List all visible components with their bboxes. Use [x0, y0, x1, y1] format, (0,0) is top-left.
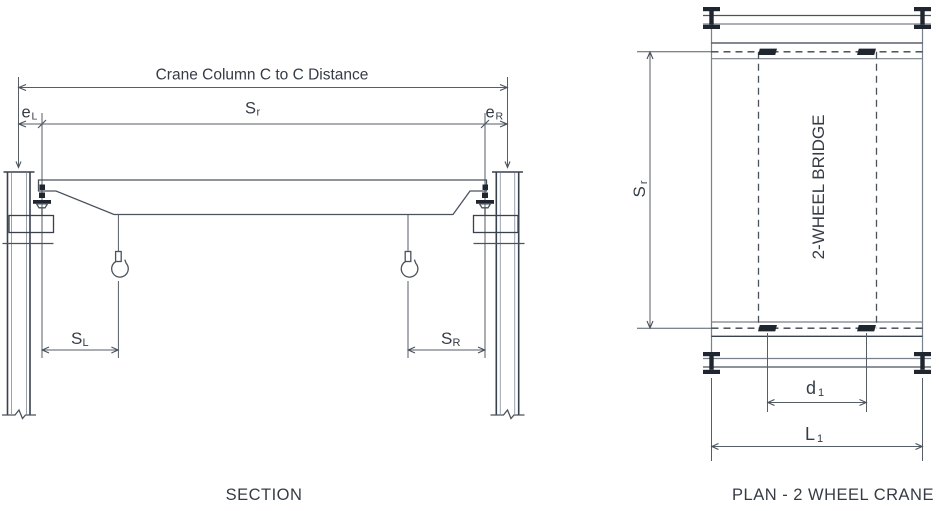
arrowhead-icon: [646, 320, 654, 330]
section-title: SECTION: [226, 486, 303, 504]
rail-head: [478, 203, 492, 209]
arrowhead-icon: [40, 346, 50, 354]
wheel-mark: [758, 48, 777, 55]
dim-label-e-right: e: [486, 104, 495, 122]
dim-label-s-right: S: [441, 329, 452, 348]
right-bracket: [472, 214, 525, 245]
dim-s-rail-plan: Sr: [630, 50, 654, 330]
dim-l1: L 1: [710, 378, 924, 461]
dim-crane-column-cc: Crane Column C to C Distance: [15, 67, 511, 169]
left-end-truck: [33, 184, 51, 216]
wheel-hub: [482, 192, 488, 198]
dim-label-s-rail-sub: r: [257, 107, 261, 119]
arrowhead-icon: [766, 398, 775, 407]
right-column: [490, 171, 525, 420]
arrowhead-icon: [477, 346, 487, 354]
bridge-outline-dashed: [757, 51, 878, 329]
wheel-flange: [33, 200, 51, 204]
bracket-box: [8, 214, 55, 234]
dim-label-l1: L: [805, 424, 815, 444]
arrowhead-icon: [111, 346, 120, 354]
hook-shank: [404, 250, 412, 263]
arrowhead-icon: [17, 83, 27, 92]
hook-icon: [111, 259, 129, 278]
hook-shank: [114, 250, 122, 263]
wheel-mark: [857, 325, 876, 332]
arrowhead-icon: [499, 83, 509, 92]
plan-title: PLAN - 2 WHEEL CRANE: [732, 486, 934, 504]
dim-s-left: S L: [40, 281, 120, 358]
dim-label-l1-sub: 1: [817, 433, 823, 445]
arrowhead-icon: [646, 50, 654, 60]
wheel-mark: [857, 48, 876, 55]
rail-head: [35, 203, 49, 209]
dim-label-s-left-sub: L: [83, 337, 89, 349]
i-beam-symbol-top-right: [914, 7, 931, 29]
hook-icon: [400, 259, 419, 278]
tick-arrow-icon: [15, 161, 22, 169]
dim-d1: d 1: [766, 333, 868, 412]
left-column: [2, 171, 36, 420]
tick-arrow-icon: [504, 161, 511, 169]
plan-view: Sr 2-WHEEL BRIDGE d 1 L 1 PLAN - 2 WHEEL…: [630, 7, 934, 504]
crane-hook-left: [111, 214, 129, 278]
dim-label-d1: d: [806, 378, 816, 398]
wheel-hub: [39, 192, 45, 198]
arrowhead-icon: [859, 398, 868, 407]
i-beam-symbol-bottom-left: [703, 352, 720, 374]
right-end-truck: [476, 184, 494, 216]
arrowhead-icon: [17, 120, 27, 128]
arrowhead-icon: [499, 120, 509, 128]
dim-label-e-right-sub: R: [496, 111, 504, 123]
dim-rail-span-row: e L S r e R: [17, 100, 509, 129]
dim-label-e-left: e: [22, 104, 31, 122]
i-beam-symbol-bottom-right: [914, 352, 931, 374]
hanger-block: [482, 184, 488, 190]
dim-label-d1-sub: 1: [818, 387, 824, 399]
left-bracket: [2, 214, 55, 245]
hanger-block: [39, 184, 45, 190]
bridge-girder-section: [37, 179, 488, 216]
arrowhead-icon: [915, 442, 924, 451]
dim-label-s-rail-plan: Sr: [630, 180, 650, 197]
arrowhead-icon: [406, 346, 416, 354]
dim-s-right: S R: [406, 281, 487, 358]
crane-hook-right: [400, 214, 419, 278]
dim-label-s-rail: S: [245, 100, 256, 118]
dim-label-s-right-sub: R: [453, 337, 461, 349]
wheel-flange: [476, 200, 494, 204]
i-beam-symbol-top-left: [703, 7, 720, 29]
arrowhead-icon: [710, 442, 719, 451]
bridge-label: 2-WHEEL BRIDGE: [809, 115, 828, 260]
dim-label-crane-cc: Crane Column C to C Distance: [156, 67, 369, 84]
break-line-icon: [490, 408, 525, 420]
bracket-box: [472, 214, 519, 234]
wheel-mark: [758, 325, 777, 332]
section-view: Crane Column C to C Distance e L S r e R: [2, 67, 525, 504]
dim-label-e-left-sub: L: [32, 111, 38, 123]
dim-label-s-left: S: [71, 329, 82, 348]
break-line-icon: [2, 408, 36, 420]
